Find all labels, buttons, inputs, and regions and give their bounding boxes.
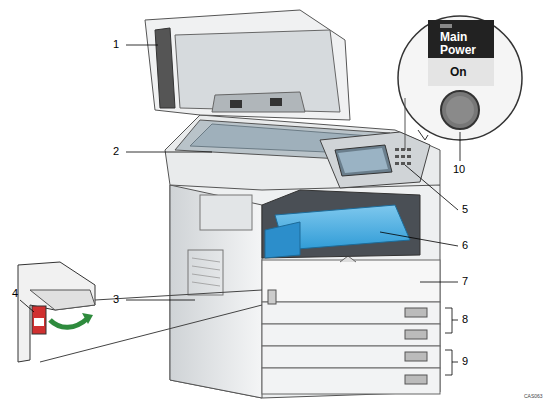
callout-number: 5	[462, 204, 468, 215]
button-label: Main Power	[440, 31, 484, 56]
callout-number: 1	[113, 39, 119, 50]
callout-number: 6	[462, 240, 468, 251]
callout-number: 10	[453, 164, 465, 175]
callout-number: 4	[12, 288, 18, 299]
callout-number: 3	[113, 294, 119, 305]
button-label: On	[450, 66, 467, 78]
figure-code: CAS063	[524, 394, 543, 399]
callout-number: 8	[462, 314, 468, 325]
callout-number: 9	[462, 356, 468, 367]
callout-number: 2	[113, 146, 119, 157]
callout-number: 7	[462, 276, 468, 287]
